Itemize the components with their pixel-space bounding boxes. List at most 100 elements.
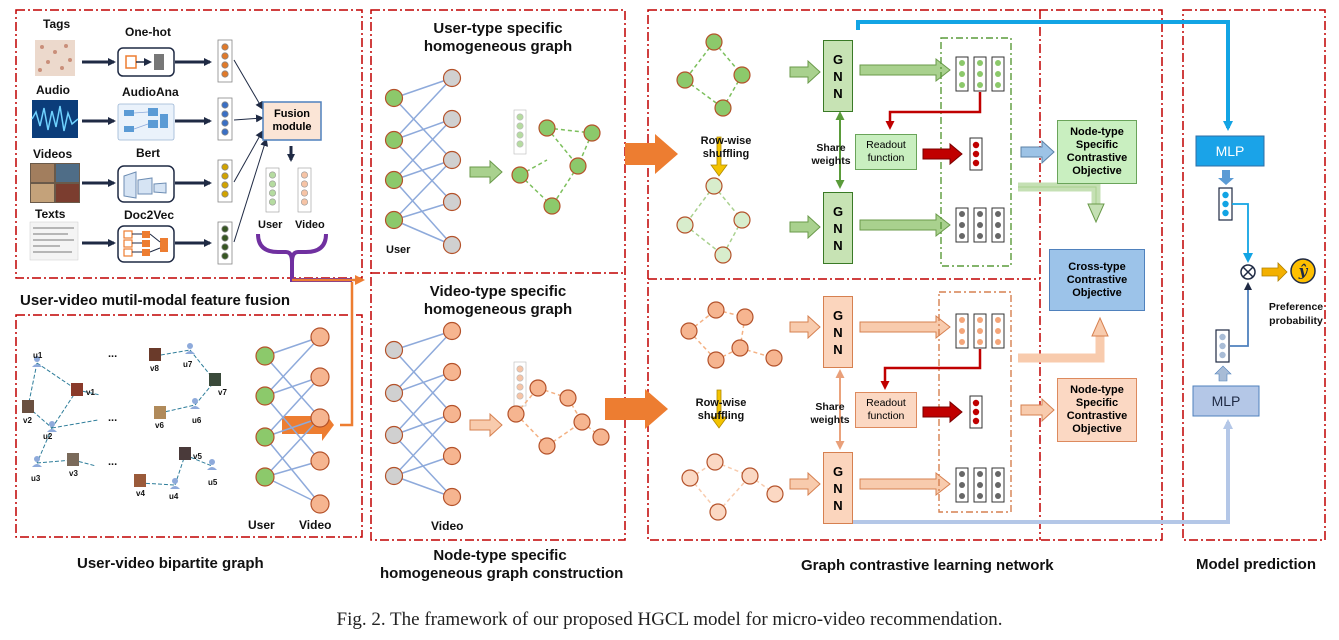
node-type-obj-user: Node-type Specific Contrastive Objective — [1057, 120, 1137, 184]
audio-label: Audio — [36, 83, 70, 97]
node-u3: u3 — [31, 474, 41, 483]
gnn-label: GNN — [833, 307, 844, 357]
user-embeddings-top — [955, 56, 1005, 92]
bert-encoder-icon — [117, 165, 175, 203]
onehot-encoder-icon — [117, 47, 175, 77]
user-homog-video-nodes — [442, 68, 462, 255]
node-v3: v3 — [69, 469, 78, 478]
video-homog-title: Video-type specific homogeneous graph — [423, 283, 573, 318]
node-u7: u7 — [183, 360, 193, 369]
user-homog-graph-nodes — [511, 119, 601, 215]
bipartite-user-label: User — [248, 518, 275, 532]
audioana-encoder-icon — [117, 103, 175, 141]
audioana-label: AudioAna — [122, 85, 179, 99]
bipartite-section-title: User-video bipartite graph — [77, 555, 264, 572]
video-embedding-frame — [938, 291, 1012, 513]
user-homog-arrow — [469, 159, 503, 185]
mlp-top-vector — [1218, 187, 1233, 221]
node-u1: u1 — [33, 351, 43, 360]
fusion-video-label: Video — [295, 219, 325, 231]
video-homog-video-label: Video — [431, 519, 464, 533]
onehot-label: One-hot — [125, 25, 171, 39]
fusion-module-box — [262, 101, 322, 141]
user-homog-bipartite-edges — [393, 77, 453, 246]
node-u4: u4 — [169, 492, 179, 501]
node-v1: v1 — [86, 388, 95, 397]
node-v7: v7 — [218, 388, 227, 397]
user-homog-title: User-type specific homogeneous graph — [423, 20, 573, 55]
tags-vector — [217, 39, 233, 83]
videos-thumbnail — [30, 163, 80, 203]
gcl-video-graph-bottom-edges — [689, 461, 776, 513]
fusion-frame — [15, 9, 363, 279]
bipartite-frame — [15, 314, 363, 538]
video-embeddings-top — [955, 313, 1005, 349]
bipartite-video-label: Video — [299, 518, 332, 532]
node-v6: v6 — [155, 421, 164, 430]
bipartite-user-nodes — [255, 346, 275, 487]
preference-label: Preference probability — [1268, 301, 1324, 327]
user-person-icons — [32, 343, 217, 489]
node-v5: v5 — [193, 452, 202, 461]
gnn-label: GNN — [833, 463, 844, 513]
mlp-bottom-vector — [1215, 329, 1230, 363]
texts-thumbnail — [29, 221, 79, 261]
shuffle-label-bottom: Row-wise shuffling — [695, 397, 747, 422]
node-u5: u5 — [208, 478, 218, 487]
gnn-label: GNN — [833, 203, 844, 253]
mlp-bottom-box — [1192, 385, 1260, 417]
doc2vec-encoder-icon — [117, 225, 175, 263]
fusion-section-title: User-video mutil-modal feature fusion — [20, 292, 291, 309]
doc2vec-label: Doc2Vec — [124, 208, 175, 222]
fusion-user-label: User — [258, 219, 283, 231]
video-fused-vector — [297, 167, 312, 213]
ellipsis-2: ... — [108, 412, 118, 424]
tags-label: Tags — [43, 17, 71, 31]
gnn-video-top: GNN — [823, 296, 853, 368]
user-embeddings-bottom — [955, 207, 1005, 243]
gnn-user-bottom: GNN — [823, 192, 853, 264]
fusion-module-label: Fusion module — [272, 108, 312, 133]
user-homog-vector — [513, 109, 527, 155]
videos-label: Videos — [33, 147, 73, 161]
gcl-video-graph-top-edges — [688, 309, 775, 361]
video-thumb-icons — [22, 348, 221, 487]
gnn-user-top: GNN — [823, 40, 853, 112]
video-homog-arrow — [469, 412, 503, 438]
ellipsis-3: ... — [108, 456, 118, 468]
figure-caption: Fig. 2. The framework of our proposed HG… — [336, 609, 1003, 630]
video-homog-bipartite-edges — [393, 330, 453, 498]
mlp-top-box — [1195, 135, 1265, 167]
tags-thumbnail — [35, 40, 75, 76]
video-embeddings-bottom — [955, 467, 1005, 503]
audio-vector — [217, 97, 233, 141]
bert-label: Bert — [136, 146, 161, 160]
user-summary-vector — [969, 137, 983, 171]
texts-label: Texts — [35, 207, 66, 221]
node-u2: u2 — [43, 432, 53, 441]
prediction-section-title: Model prediction — [1196, 556, 1316, 573]
ellipsis-1: ... — [108, 348, 118, 360]
mlp-top-label: MLP — [1215, 143, 1245, 159]
homog-section-title-2: homogeneous graph construction — [380, 565, 624, 582]
user-video-graph-edges — [27, 349, 216, 486]
gnn-video-bottom: GNN — [823, 452, 853, 524]
node-v8: v8 — [150, 364, 159, 373]
audio-thumbnail — [31, 100, 79, 138]
bipartite-video-nodes — [310, 327, 330, 514]
video-homog-video-nodes — [442, 321, 462, 507]
shuffle-label-top: Row-wise shuffling — [700, 135, 752, 160]
node-u6: u6 — [192, 416, 202, 425]
homog-section-title-1: Node-type specific — [433, 547, 567, 564]
readout-bottom: Readout function — [855, 392, 917, 428]
gcl-section-title: Graph contrastive learning network — [801, 557, 1054, 574]
mlp-bottom-label: MLP — [1211, 393, 1241, 409]
user-homog-user-nodes — [384, 88, 404, 230]
orange-arrow-top — [625, 134, 678, 174]
video-summary-vector — [969, 395, 983, 429]
user-homog-user-label: User — [386, 244, 411, 256]
gnn-label: GNN — [833, 51, 844, 101]
video-homog-graph-nodes — [507, 379, 610, 455]
video-homog-vector — [513, 361, 527, 407]
